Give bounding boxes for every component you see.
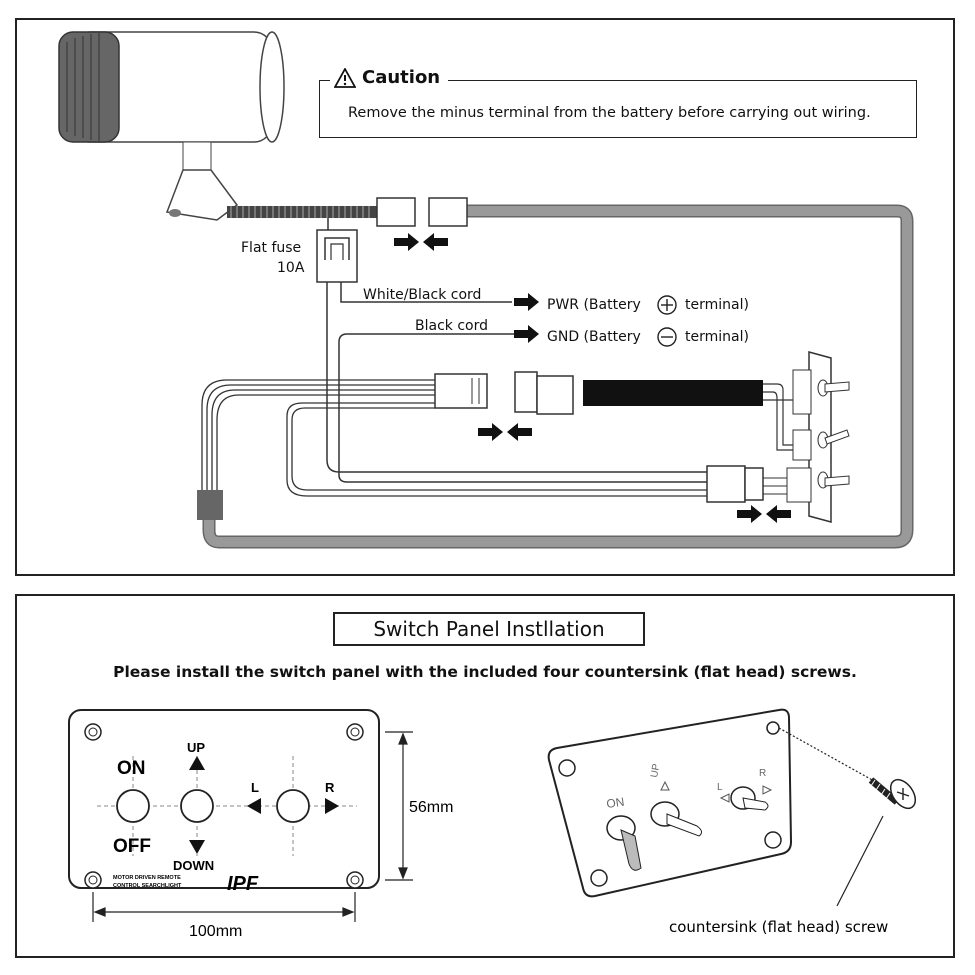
right-triangle-icon <box>325 798 339 814</box>
caution-title-text: Caution <box>362 67 441 88</box>
install-instruction: Please install the switch panel with the… <box>113 663 857 681</box>
panel-small-text-2: CONTROL SEARCHLIGHT <box>113 883 182 889</box>
arrow-left-icon <box>507 423 532 441</box>
connector-pair-top <box>376 197 468 251</box>
persp-up-label: UP <box>649 763 662 779</box>
fuse-rating: 10A <box>277 260 305 276</box>
gnd-label-suffix: terminal) <box>685 329 749 345</box>
flat-fuse <box>316 218 358 283</box>
screw-label: countersink (flat head) screw <box>669 918 888 936</box>
left-triangle-icon <box>247 798 261 814</box>
width-dimension: 100mm <box>189 923 242 940</box>
l-label: L <box>251 780 259 795</box>
main-cable <box>202 204 914 549</box>
wiring-diagram-panel: Caution Remove the minus terminal from t… <box>15 18 955 576</box>
black-cord-label: Black cord <box>415 318 488 334</box>
arrow-right-icon <box>394 233 419 251</box>
down-label: DOWN <box>173 858 214 873</box>
arrow-left-icon <box>423 233 448 251</box>
countersink-screw <box>778 727 917 907</box>
pwr-label-suffix: terminal) <box>685 297 749 313</box>
height-dimension: 56mm <box>409 799 453 816</box>
caution-box: Caution Remove the minus terminal from t… <box>319 67 917 138</box>
down-triangle-icon <box>189 840 205 854</box>
warning-triangle-icon <box>334 67 356 88</box>
white-black-cord-label: White/Black cord <box>363 287 482 303</box>
connector-pair-middle <box>434 371 574 441</box>
installation-panel: Switch Panel Instllation Please install … <box>15 594 955 958</box>
installation-svg: ON OFF UP DOWN L R MOTOR DRIVEN REMOTE C… <box>68 708 917 940</box>
connector-pair-bottom <box>706 465 791 523</box>
gauge-meter-illustration <box>58 31 285 221</box>
up-label: UP <box>187 740 205 755</box>
up-triangle-icon <box>189 756 205 770</box>
persp-on-label: ON <box>605 795 625 811</box>
persp-l-label: L <box>717 782 723 793</box>
arrow-right-icon <box>478 423 503 441</box>
persp-r-label: R <box>759 768 766 779</box>
switch-plate-perspective <box>547 708 793 898</box>
panel-small-text-1: MOTOR DRIVEN REMOTE <box>113 875 181 881</box>
dimension-lines <box>92 731 413 922</box>
on-label: ON <box>117 758 146 779</box>
gnd-label: GND (Battery <box>547 329 641 345</box>
wire-harness <box>201 379 707 500</box>
fuse-label: Flat fuse <box>241 240 302 256</box>
arrow-right-icon <box>514 325 539 343</box>
r-label: R <box>325 780 335 795</box>
black-cable <box>583 380 763 406</box>
arrow-right-icon <box>737 505 762 523</box>
switch-panel-side-view <box>786 351 850 523</box>
off-label: OFF <box>113 836 151 857</box>
ipf-logo: IPF <box>227 873 259 895</box>
caution-title: Caution <box>330 67 449 88</box>
install-title: Switch Panel Instllation <box>333 612 645 646</box>
wiring-diagram-svg <box>58 31 914 549</box>
switch-plate-front <box>68 709 380 889</box>
arrow-left-icon <box>766 505 791 523</box>
caution-text: Remove the minus terminal from the batte… <box>348 105 871 121</box>
pwr-label: PWR (Battery <box>547 297 641 313</box>
arrow-right-icon <box>514 293 539 311</box>
